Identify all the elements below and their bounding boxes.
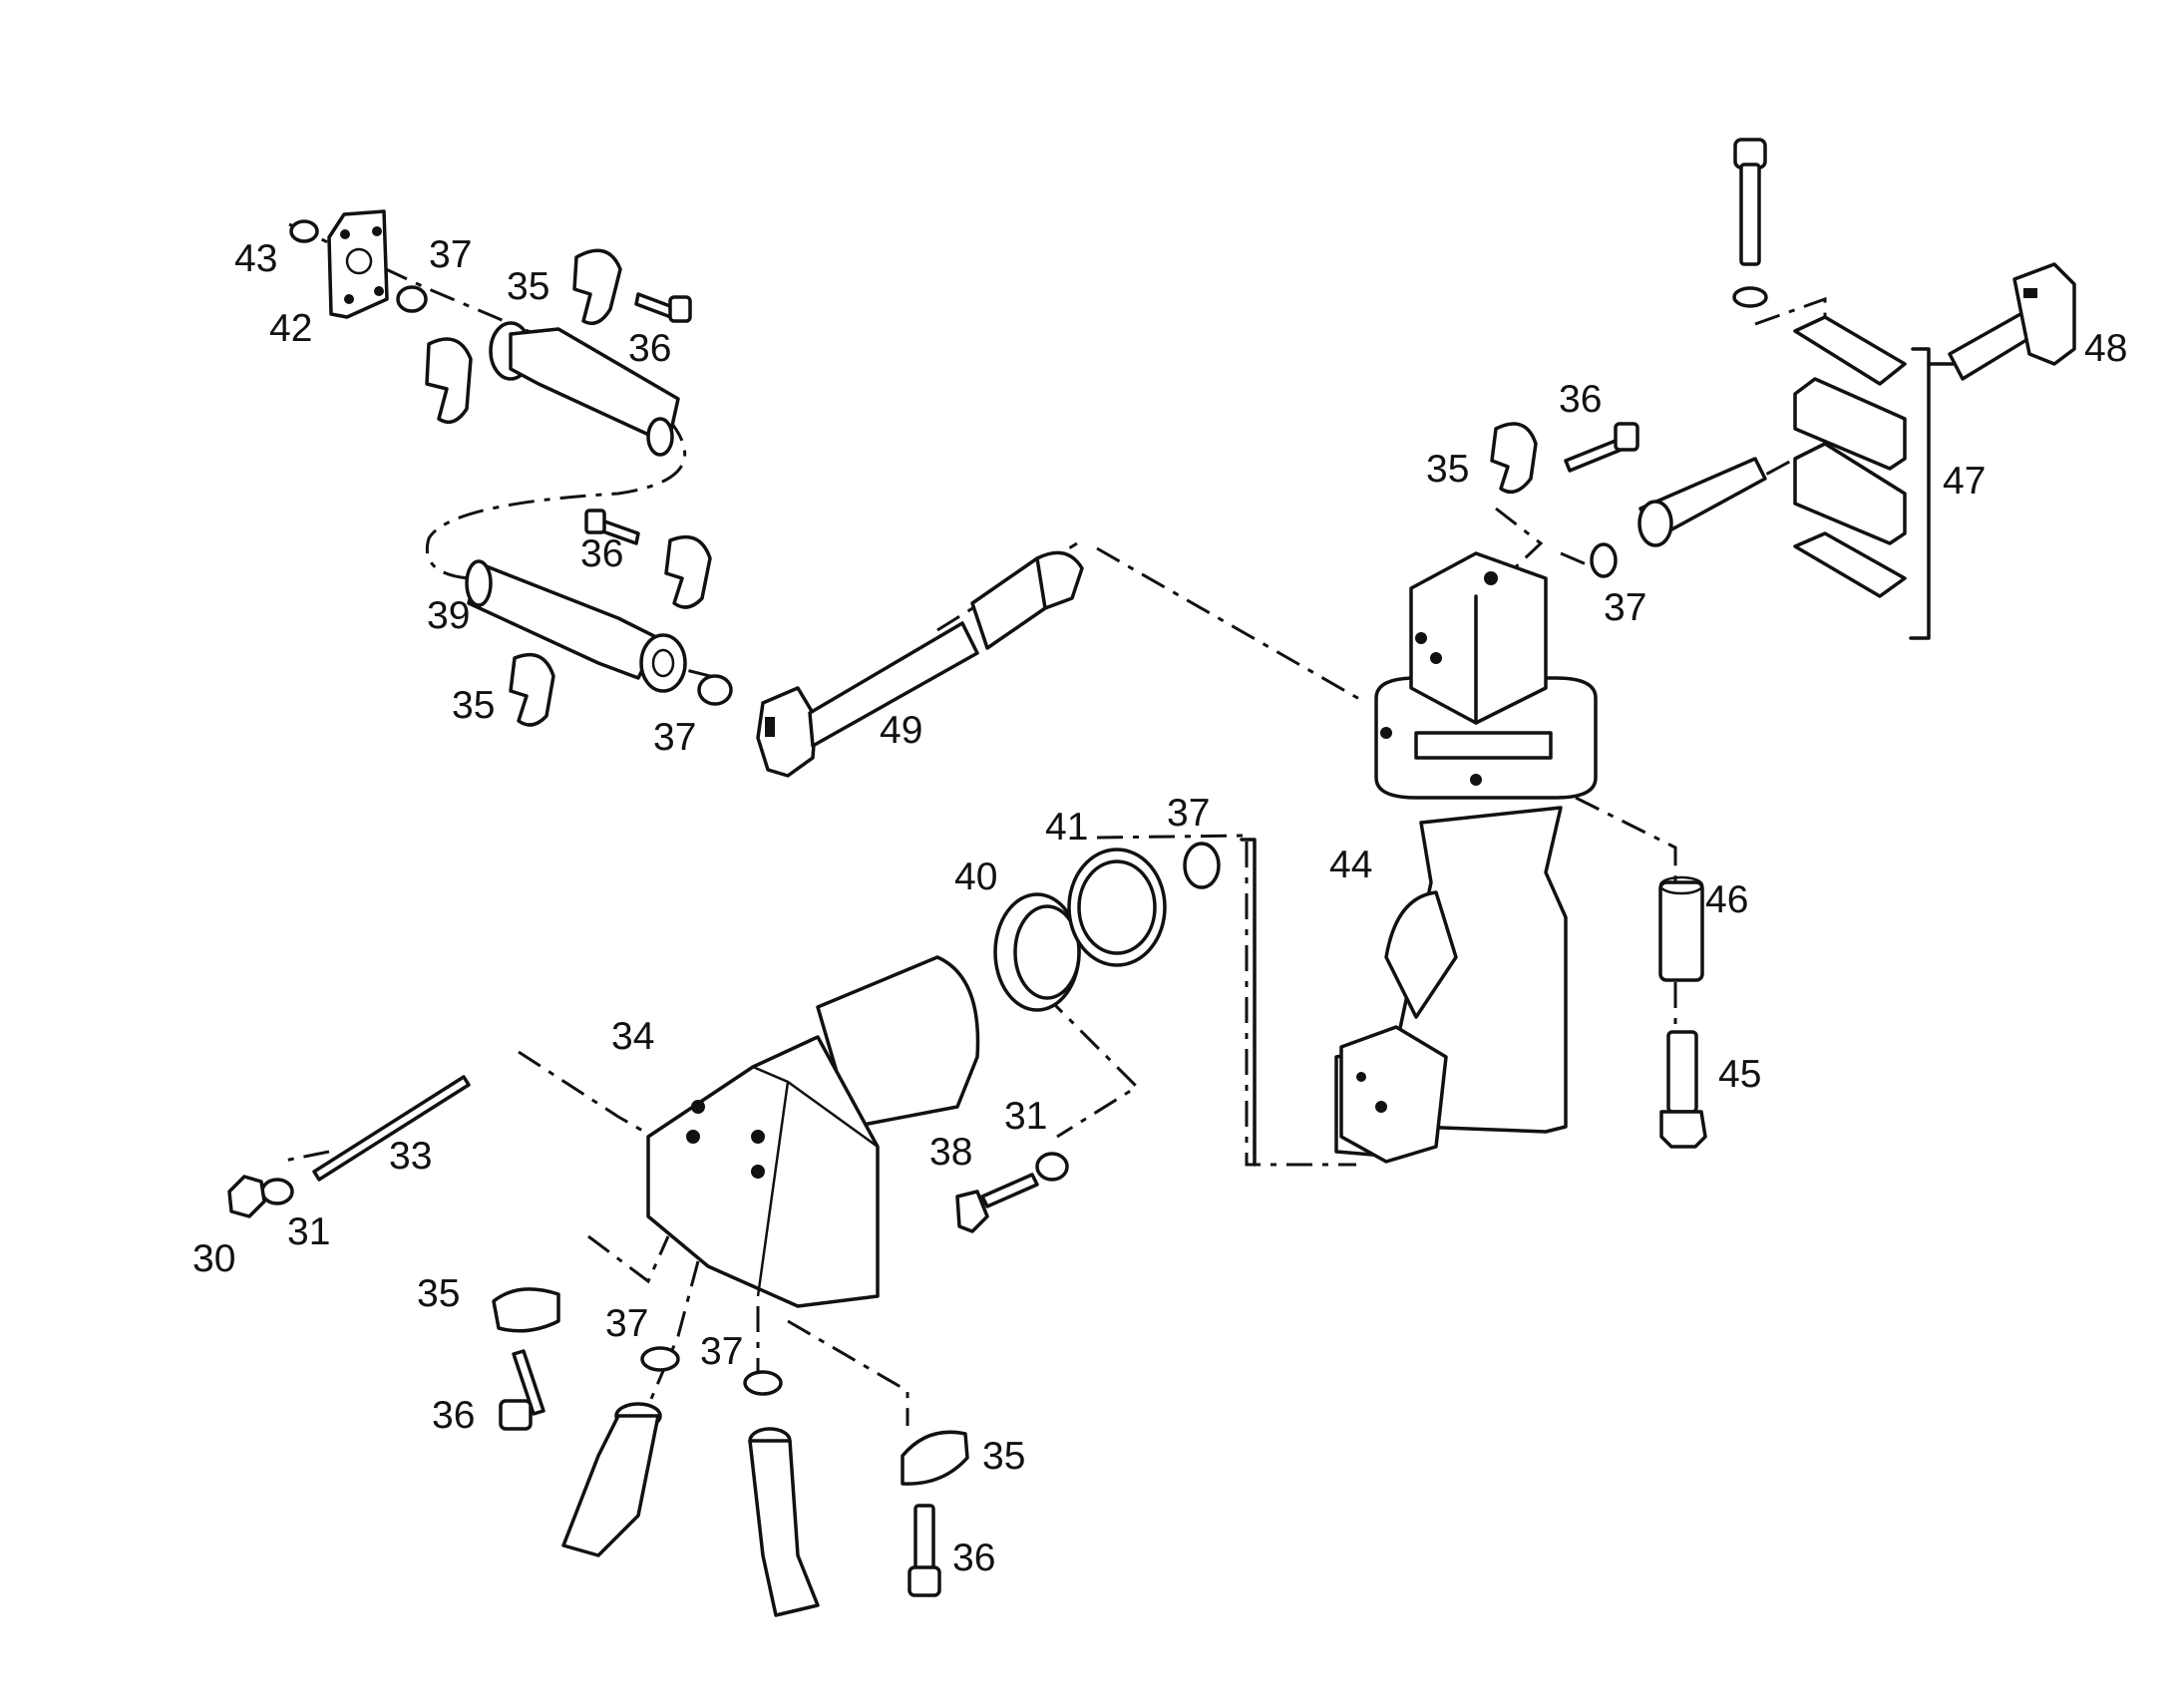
label-37: 37 [605,1302,648,1345]
label-35: 35 [452,684,495,727]
bolt-45 [1659,1030,1707,1149]
label-36: 36 [952,1537,995,1579]
hose-48 [1948,262,2076,381]
label-48: 48 [2084,327,2127,370]
label-35: 35 [1426,448,1469,491]
label-39: 39 [427,594,470,637]
label-31: 31 [1004,1095,1047,1138]
fitting-right [1637,457,1767,547]
label-42: 42 [269,307,312,350]
swivel-body-44 [1334,551,1598,1164]
label-41: 41 [1045,806,1088,849]
label-45: 45 [1718,1053,1761,1096]
label-37: 37 [429,233,472,276]
half-clamps-35 [425,248,1538,1486]
stud-33 [312,1075,471,1182]
label-36: 36 [1559,378,1602,421]
label-35: 35 [982,1435,1025,1478]
o-ring-43 [289,219,319,243]
flange-plate-42 [327,209,389,319]
bracket-lines [1240,347,1955,1167]
bolt-38 [955,1173,1039,1233]
label-35: 35 [417,1272,460,1315]
washer-31-left [260,1178,294,1205]
o-rings-37 [396,285,1618,1396]
clamp-block-47 [1793,315,1907,598]
label-33: 33 [389,1135,432,1178]
label-44: 44 [1329,844,1372,886]
label-37: 37 [1167,792,1210,835]
bolt-top-right [1732,138,1768,308]
label-35: 35 [507,265,549,308]
label-38: 38 [929,1131,972,1174]
label-30: 30 [192,1237,235,1280]
callout-labels: 30 31 31 33 34 35 35 35 35 35 36 36 36 3… [192,233,2127,1579]
label-36: 36 [628,327,671,370]
label-46: 46 [1705,878,1748,921]
hose-49 [756,550,1084,778]
label-36: 36 [432,1394,475,1437]
washer-31-right [1035,1152,1069,1182]
nut-30 [227,1175,266,1218]
label-36: 36 [580,532,623,575]
label-31: 31 [287,1210,330,1253]
label-34: 34 [611,1015,654,1058]
label-37: 37 [700,1330,743,1373]
label-47: 47 [1943,460,1986,503]
spacer-46 [1658,875,1704,982]
seal-rings-40-41 [993,848,1167,1012]
hose-fittings-upper [465,321,687,693]
valve-block-34 [646,955,980,1308]
label-37: 37 [1604,586,1646,629]
label-49: 49 [880,709,922,752]
label-40: 40 [954,855,997,898]
label-37: 37 [653,716,696,759]
label-43: 43 [234,237,277,280]
hose-fittings-lower [561,1402,820,1617]
bolts-36 [499,292,1639,1597]
